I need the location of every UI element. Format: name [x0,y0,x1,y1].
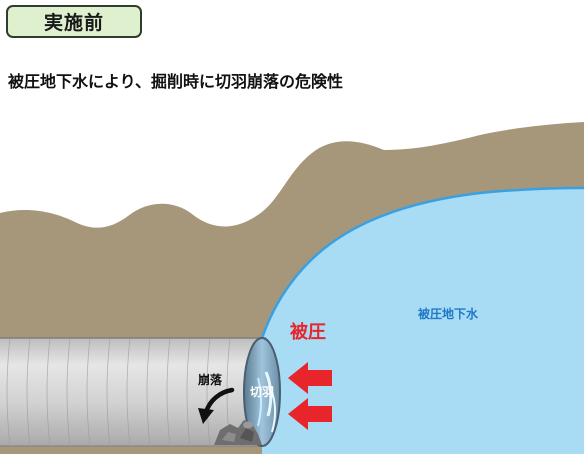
groundwater-label: 被圧地下水 [418,306,479,321]
tunnel-rings [6,337,231,447]
pressure-arrow-icon [288,398,332,430]
rubble-icon [214,420,262,445]
water-seep-1 [264,371,273,417]
groundwater-body [262,188,584,454]
water-seep-3 [271,391,276,433]
collapse-arrow-icon [198,387,235,424]
stage-badge: 実施前 [6,5,142,38]
pressure-arrow-icon [288,362,332,394]
collapse-label: 崩落 [198,372,223,387]
tunnel-face [243,337,281,447]
pressure-label: 被圧 [290,321,326,343]
groundwater-edge [260,186,584,339]
water-seep-2 [257,377,262,427]
headline: 被圧地下水により、掘削時に切羽崩落の危険性 [8,72,344,91]
face-label: 切羽 [250,385,274,399]
